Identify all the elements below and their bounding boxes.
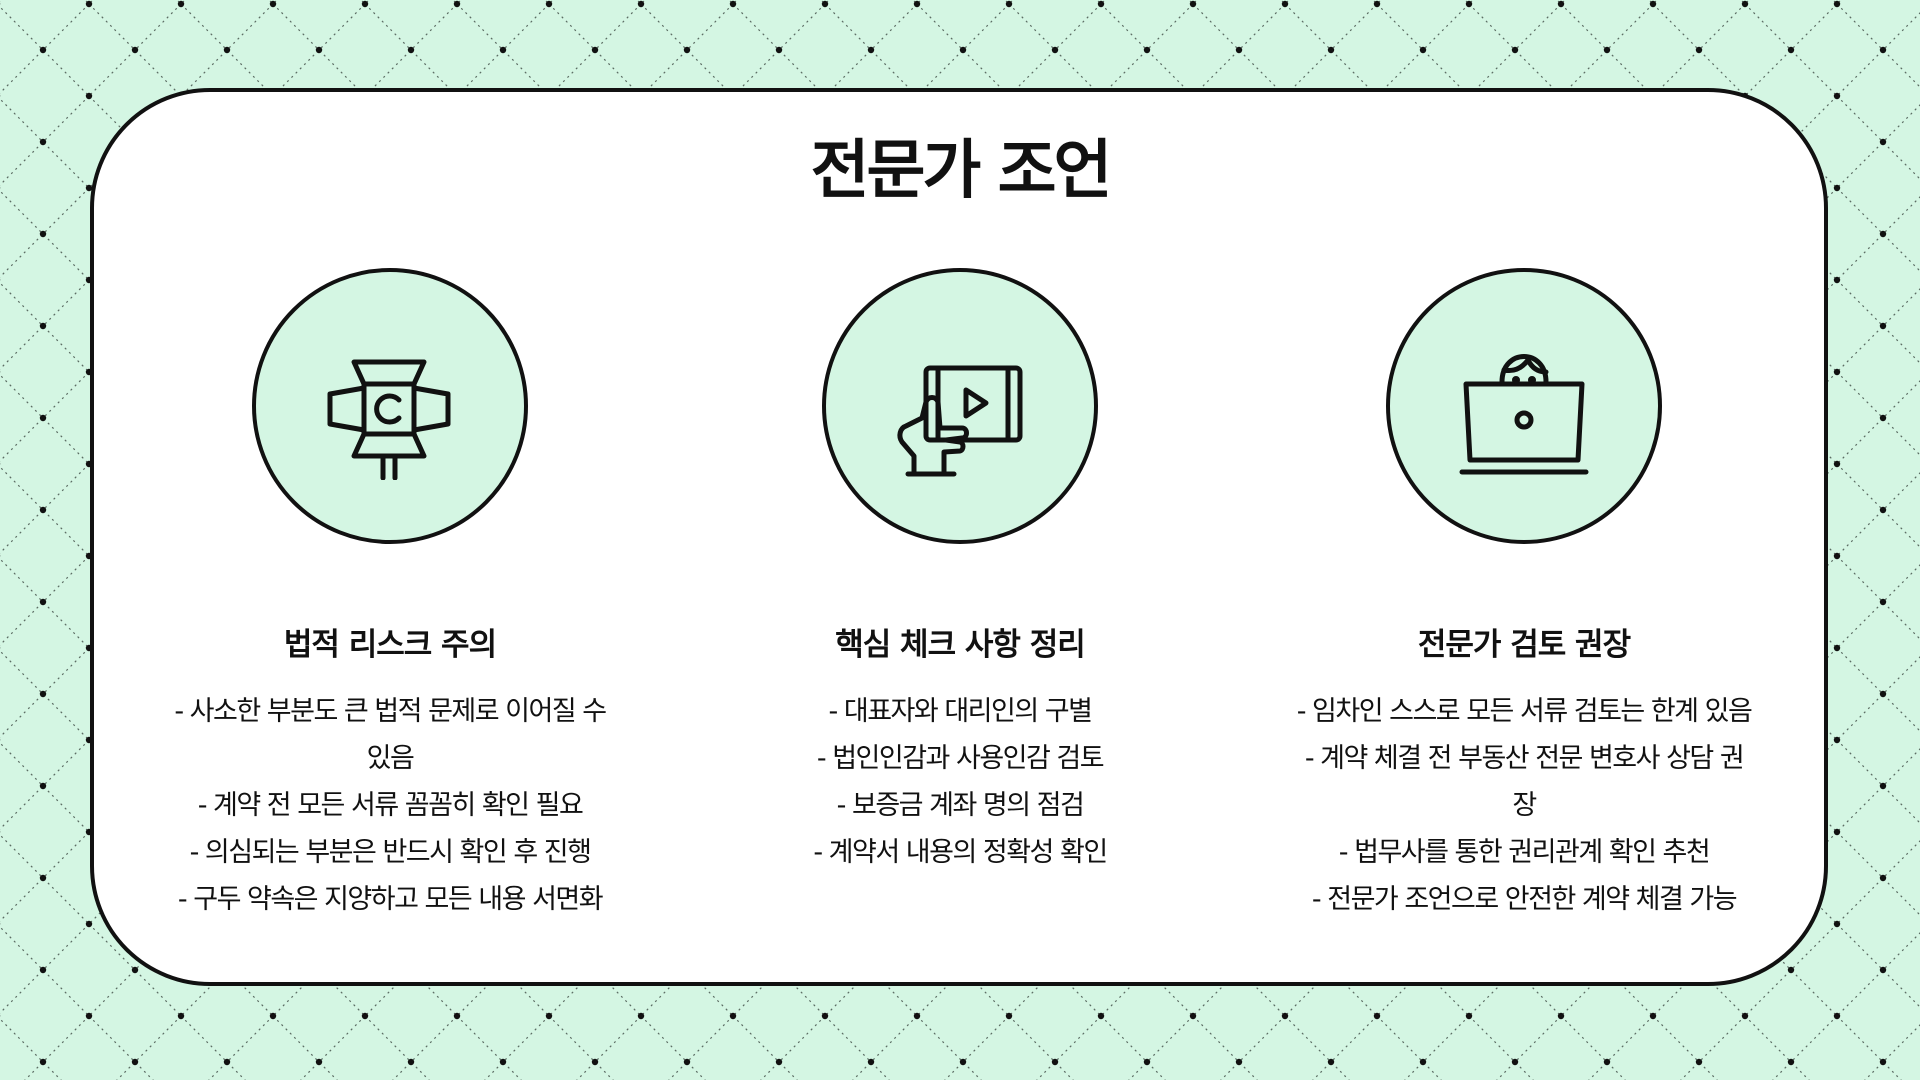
icon-circle [252, 268, 528, 544]
column-list: - 대표자와 대리인의 구별 - 법인인감과 사용인감 검토 - 보증금 계좌 … [720, 688, 1200, 876]
list-item: - 사소한 부분도 큰 법적 문제로 이어질 수 있음 [174, 696, 607, 774]
list-item: - 법인인감과 사용인감 검토 [816, 743, 1105, 774]
column-list: - 사소한 부분도 큰 법적 문제로 이어질 수 있음 - 계약 전 모든 서류… [150, 688, 630, 923]
spotlight-c-icon [327, 359, 451, 480]
list-item: - 계약 체결 전 부동산 전문 변호사 상담 권장 [1304, 743, 1745, 821]
list-item: - 구두 약속은 지양하고 모든 내용 서면화 [177, 884, 604, 915]
list-item: - 법무사를 통한 권리관계 확인 추천 [1338, 837, 1711, 868]
icon-circle [822, 268, 1098, 544]
column-heading: 핵심 체크 사항 정리 [835, 627, 1086, 663]
list-item: - 대표자와 대리인의 구별 [828, 696, 1093, 727]
column-heading: 전문가 검토 권장 [1417, 627, 1631, 663]
column-heading: 법적 리스크 주의 [283, 627, 497, 663]
list-item: - 임차인 스스로 모든 서류 검토는 한계 있음 [1296, 696, 1753, 727]
hand-tablet-play-icon [897, 365, 1023, 477]
column-list: - 임차인 스스로 모든 서류 검토는 한계 있음 - 계약 체결 전 부동산 … [1284, 688, 1764, 923]
list-item: - 전문가 조언으로 안전한 계약 체결 가능 [1311, 884, 1738, 915]
slide-title: 전문가 조언 [810, 134, 1113, 208]
icon-circle [1386, 268, 1662, 544]
person-laptop-icon [1459, 354, 1589, 475]
list-item: - 계약서 내용의 정확성 확인 [813, 837, 1108, 868]
list-item: - 보증금 계좌 명의 점검 [836, 790, 1085, 821]
list-item: - 의심되는 부분은 반드시 확인 후 진행 [189, 837, 592, 868]
list-item: - 계약 전 모든 서류 꼼꼼히 확인 필요 [197, 790, 584, 821]
